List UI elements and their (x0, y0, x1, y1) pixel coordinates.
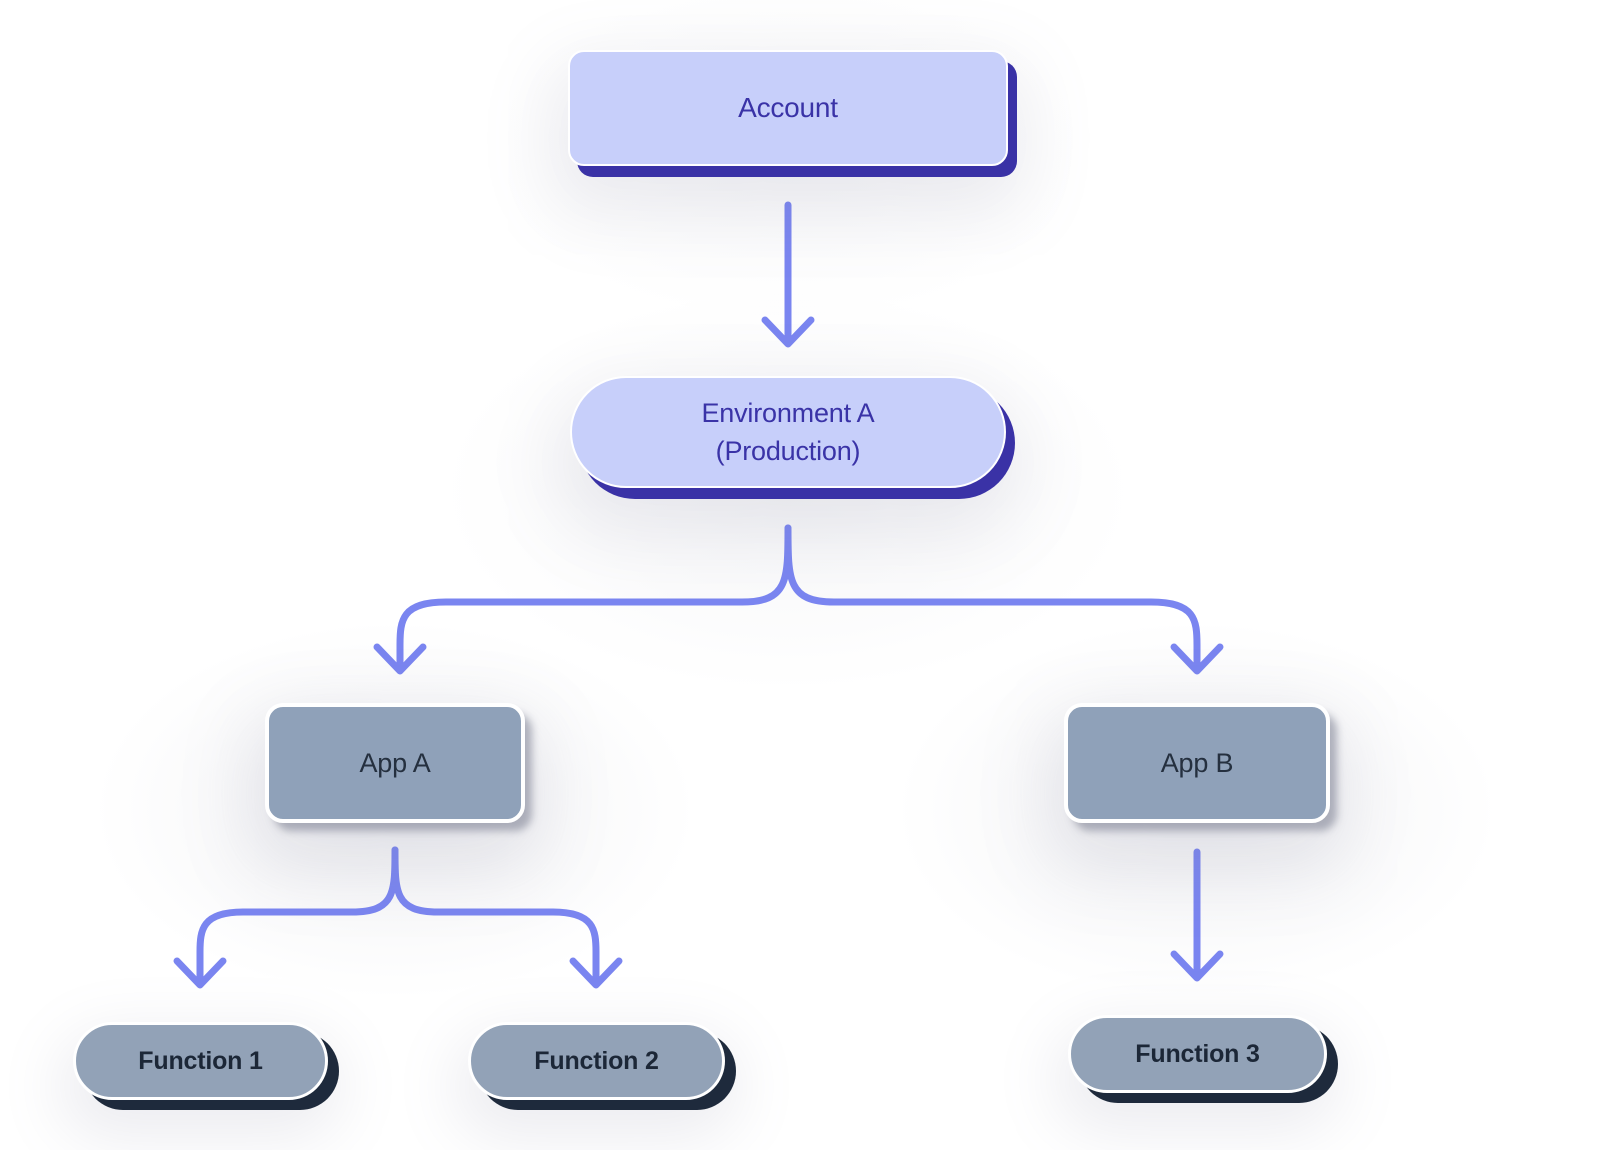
node-app-a-label: App A (359, 747, 431, 778)
arrowhead-down-icon (373, 643, 427, 675)
arrowhead-down-icon (1170, 950, 1224, 982)
connector-line (391, 846, 600, 984)
node-function-3-label: Function 3 (1135, 1039, 1260, 1068)
arrowhead-down-icon (173, 957, 227, 989)
node-environment-a: Environment A (Production) (570, 376, 1006, 488)
node-environment-a-label-line2: (Production) (715, 436, 861, 466)
node-account-label: Account (738, 92, 838, 123)
arrowhead-down-icon (569, 957, 623, 989)
connector-line (396, 524, 792, 670)
node-function-3: Function 3 (1068, 1015, 1327, 1093)
node-function-2: Function 2 (468, 1022, 725, 1100)
node-environment-a-label-line1: Environment A (701, 397, 875, 428)
connector-app-b-to-function-3 (1170, 848, 1224, 982)
connector-line (196, 846, 399, 984)
node-app-b-label: App B (1160, 747, 1234, 778)
connector-app-a-to-function-1 (173, 846, 399, 989)
node-function-2-label: Function 2 (534, 1046, 659, 1075)
node-app-b: App B (1064, 703, 1330, 823)
arrowhead-down-icon (1170, 643, 1224, 675)
node-account: Account (568, 50, 1008, 166)
connector-environment-to-app-b (784, 524, 1224, 675)
connector-environment-to-app-a (373, 524, 792, 675)
connector-account-to-environment (761, 201, 815, 348)
node-app-a: App A (265, 703, 525, 823)
arrowhead-down-icon (761, 316, 815, 348)
node-function-1: Function 1 (73, 1022, 328, 1100)
connector-app-a-to-function-2 (391, 846, 623, 989)
node-function-1-label: Function 1 (138, 1046, 263, 1075)
connector-line (784, 524, 1201, 670)
